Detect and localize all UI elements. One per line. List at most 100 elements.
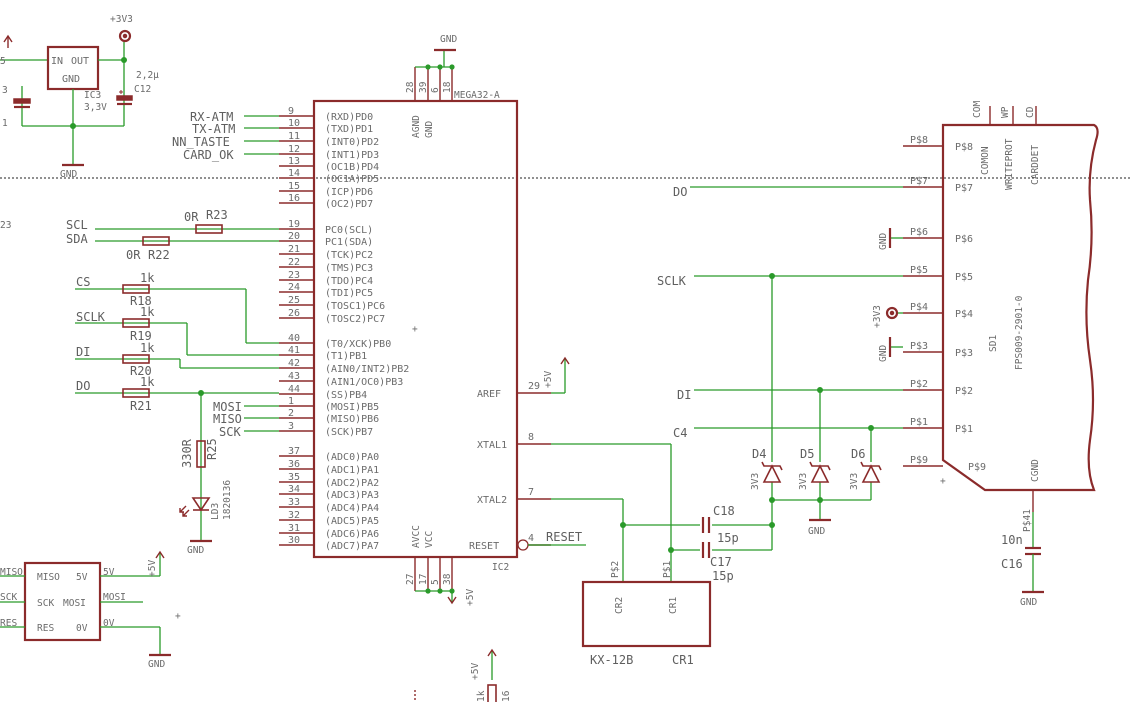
- svg-text:CD: CD: [1025, 106, 1036, 118]
- aref-5v: +5V: [543, 356, 570, 394]
- mcu-pin-label: (OC1B)PD4: [325, 162, 379, 173]
- svg-text:0V: 0V: [76, 623, 88, 634]
- mcu-pin-label: (TDO)PC4: [325, 276, 373, 287]
- net-cs: CS: [76, 275, 90, 289]
- crystal-section: C18 15p C17 15p CR2 CR1 P$2 P$1 KX-12B C…: [551, 443, 775, 667]
- svg-text:MOSI: MOSI: [103, 592, 126, 603]
- sd-pad-outer: P$1: [910, 417, 928, 428]
- net-miso: MISO: [213, 412, 242, 426]
- sd-pad-outer: P$4: [910, 302, 928, 313]
- mcu-pin-label: (INT1)PD3: [325, 150, 379, 161]
- mcu-pin-number: 25: [288, 295, 300, 306]
- mcu-pin-label: (T0/XCK)PB0: [325, 339, 391, 350]
- svg-text:WRITEPROT: WRITEPROT: [1004, 138, 1015, 190]
- r21-label: R21: [130, 399, 152, 413]
- mcu-pin-label: (ADC4)PA4: [325, 503, 379, 514]
- mcu-pin-number: 3: [288, 421, 294, 432]
- net-reset: RESET: [546, 530, 582, 544]
- svg-text:0R: 0R: [126, 248, 141, 262]
- mcu-value: MEGA32-A: [454, 90, 500, 101]
- sd-pad-inner: P$2: [955, 386, 973, 397]
- net-di: DI: [76, 345, 90, 359]
- c12-value: 2,2µ: [136, 70, 159, 81]
- mcu-pin-label: (ICP)PD6: [325, 187, 373, 198]
- svg-text:COM: COM: [972, 101, 983, 118]
- sd-pads: P$8P$8P$7P$7P$6P$6P$5P$5P$4P$4P$3P$3P$2P…: [903, 135, 986, 473]
- sd-pad-outer: P$9: [910, 455, 928, 466]
- mcu-pin-label: (T1)PB1: [325, 351, 367, 362]
- mcu-pin-label: XTAL2: [477, 495, 507, 506]
- mcu-pin-label: (TOSC1)PC6: [325, 301, 385, 312]
- mcu-pin-number: 31: [288, 523, 300, 534]
- svg-text:+5V: +5V: [465, 589, 476, 606]
- sd-value: FPS009-2901-0: [1014, 295, 1025, 370]
- svg-text:+: +: [412, 324, 418, 335]
- r19-label: R19: [130, 329, 152, 343]
- c18-value: 15p: [717, 531, 739, 545]
- r22-label: R22: [148, 248, 170, 262]
- svg-text:MISO: MISO: [37, 572, 60, 583]
- sd-pad-inner: P$5: [955, 272, 973, 283]
- mcu-top-gnd: GND: [415, 34, 457, 70]
- portd-nets: RX-ATM TX-ATM NN_TASTE CARD_OK: [172, 110, 279, 162]
- net-tx-atm: TX-ATM: [192, 122, 235, 136]
- svg-text:RES: RES: [0, 618, 17, 629]
- zener-value: 3V3: [849, 473, 860, 490]
- mcu-pin-number: 35: [288, 472, 300, 483]
- mcu-pin-label: (INT0)PD2: [325, 137, 379, 148]
- svg-text:GND: GND: [440, 34, 457, 45]
- mcu-pin-label: (RXD)PD0: [325, 112, 373, 123]
- mcu-pin-number: 7: [528, 487, 534, 498]
- svg-text:5V: 5V: [76, 572, 88, 583]
- sd-name: SD1: [988, 335, 999, 352]
- c17-label: C17: [710, 555, 732, 569]
- svg-text:GND: GND: [878, 233, 889, 250]
- mcu-pin-label: (ADC3)PA3: [325, 490, 379, 501]
- c16-label: C16: [1001, 557, 1023, 571]
- svg-text:WP: WP: [1000, 106, 1011, 118]
- svg-text:23: 23: [0, 220, 11, 231]
- led-icon: [191, 497, 211, 512]
- svg-text:16: 16: [501, 690, 512, 702]
- crystal-body: [581, 580, 712, 648]
- mcu-pin-label: (ADC0)PA0: [325, 452, 379, 463]
- sd-pad-outer: P$7: [910, 176, 928, 187]
- mcu-pin-number: 11: [288, 131, 300, 142]
- mcu-pin-number: 33: [288, 497, 300, 508]
- svg-text:1k: 1k: [140, 305, 155, 319]
- mcu-pin-number: 36: [288, 459, 300, 470]
- net-do: DO: [76, 379, 90, 393]
- mcu-pin-label: (ADC5)PA5: [325, 516, 379, 527]
- ic3-out-label: OUT: [71, 56, 89, 67]
- mcu-pin-number: 44: [288, 384, 300, 395]
- svg-text:GND: GND: [187, 545, 204, 556]
- mcu-pin-number: 38: [442, 573, 453, 585]
- isp-header: MISO 5V SCK MOSI RES 0V MISO SCK RES +5V…: [0, 550, 181, 670]
- crystal-name: CR1: [672, 653, 694, 667]
- mcu-pin-number: 8: [528, 432, 534, 443]
- sd-pad-inner: P$9: [968, 462, 986, 473]
- svg-text:CR2: CR2: [614, 597, 625, 614]
- crystal-value: KX-12B: [590, 653, 633, 667]
- mcu-pin-label: (SS)PB4: [325, 390, 367, 401]
- net-nn-taste: NN_TASTE: [172, 135, 230, 149]
- net-sclk-sd: SCLK: [657, 274, 687, 288]
- mcu-pin-label: (AIN0/INT2)PB2: [325, 364, 409, 375]
- mcu-pin-label: PC0(SCL): [325, 225, 373, 236]
- mcu-pin-number: 17: [418, 574, 429, 585]
- mcu-pin-number: 15: [288, 181, 300, 192]
- mcu-pin-label: (ADC7)PA7: [325, 541, 379, 552]
- mcu-left-pins: 9(RXD)PD010(TXD)PD111(INT0)PD212(INT1)PD…: [279, 106, 409, 552]
- zener-diode-icon: [861, 464, 881, 483]
- svg-text:GND: GND: [1020, 597, 1037, 608]
- mcu-pin-label: (SCK)PB7: [325, 427, 373, 438]
- mcu-pin-number: 5: [430, 579, 441, 585]
- mcu-pin-number: 9: [288, 106, 294, 117]
- mcu-pin-label: (OC1A)PD5: [325, 174, 379, 185]
- svg-text:+3V3: +3V3: [872, 305, 883, 328]
- sd-nets: DO SCLK DI C4 GND GND GND +3V3: [657, 185, 903, 537]
- mcu-pin-number: 12: [288, 144, 300, 155]
- mcu-pin-number: 18: [442, 81, 453, 93]
